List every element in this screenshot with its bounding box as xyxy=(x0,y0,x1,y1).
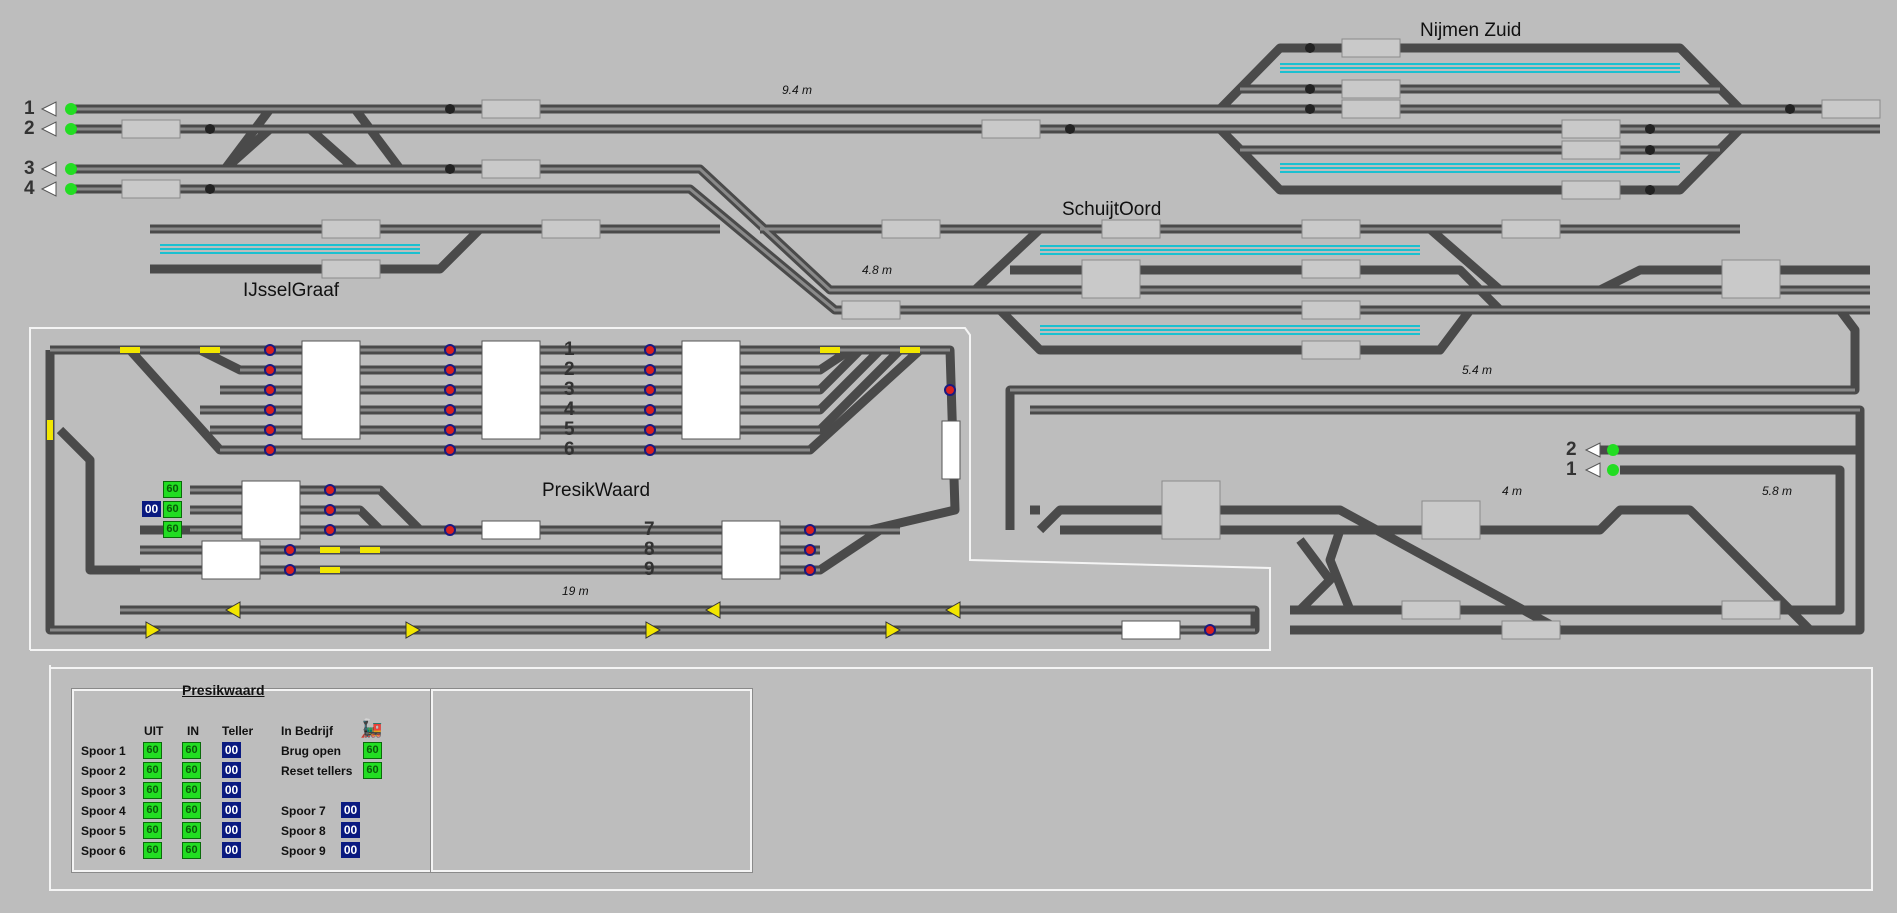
column-header-in: IN xyxy=(187,724,199,738)
spoor-teller: 00 xyxy=(222,742,241,758)
locomotive-icon[interactable]: 🚂 xyxy=(360,718,383,738)
entry-track-number: 2 xyxy=(24,118,35,139)
spoor-label: Spoor 5 xyxy=(81,824,126,838)
yard-track-number: 8 xyxy=(644,539,655,560)
column-header-teller: Teller xyxy=(222,724,254,738)
spoor-in-button[interactable]: 60 xyxy=(182,842,201,859)
spoor-teller: 00 xyxy=(341,822,360,838)
track-counter: 00 xyxy=(142,501,161,517)
yard-track-number: 3 xyxy=(564,379,575,400)
yard-track-number: 9 xyxy=(644,559,655,580)
yard-track-number: 1 xyxy=(564,339,575,360)
station-presikwaard: PresikWaard xyxy=(542,480,651,501)
entry-track-number: 1 xyxy=(1566,459,1577,480)
distance-label: 19 m xyxy=(562,584,589,598)
station-nijmen-zuid: Nijmen Zuid xyxy=(1420,20,1522,41)
spoor-label: Spoor 9 xyxy=(281,844,326,858)
spoor-uit-button[interactable]: 60 xyxy=(143,742,162,759)
spoor-uit-button[interactable]: 60 xyxy=(143,762,162,779)
entry-track-number: 4 xyxy=(24,178,35,199)
spoor-teller: 00 xyxy=(222,842,241,858)
brug-open-button[interactable]: 60 xyxy=(363,742,382,759)
station-schuijtoord: SchuijtOord xyxy=(1062,199,1162,220)
distance-label: 4 m xyxy=(1502,484,1523,498)
spoor-teller: 00 xyxy=(222,762,241,778)
panel-title: Presikwaard xyxy=(182,682,265,698)
spoor-label: Spoor 8 xyxy=(281,824,326,838)
info-panel xyxy=(430,688,753,873)
spoor-label: Spoor 3 xyxy=(81,784,126,798)
distance-label: 5.4 m xyxy=(1462,363,1493,377)
entry-track-number: 3 xyxy=(24,158,35,179)
spoor-in-button[interactable]: 60 xyxy=(182,782,201,799)
yard-track-number: 4 xyxy=(564,399,575,420)
track-indicator[interactable]: 60 xyxy=(163,481,182,498)
reset-tellers-label: Reset tellers xyxy=(281,764,353,778)
column-header-uit: UIT xyxy=(144,724,164,738)
spoor-in-button[interactable]: 60 xyxy=(182,742,201,759)
reset-tellers-button[interactable]: 60 xyxy=(363,762,382,779)
spoor-label: Spoor 1 xyxy=(81,744,126,758)
distance-label: 5.8 m xyxy=(1762,484,1793,498)
track-indicator[interactable]: 60 xyxy=(163,501,182,518)
spoor-label: Spoor 2 xyxy=(81,764,126,778)
entry-track-number: 2 xyxy=(1566,439,1577,460)
spoor-in-button[interactable]: 60 xyxy=(182,802,201,819)
yard-track-number: 6 xyxy=(564,439,575,460)
spoor-label: Spoor 6 xyxy=(81,844,126,858)
spoor-label: Spoor 7 xyxy=(281,804,326,818)
yard-track-number: 2 xyxy=(564,359,575,380)
spoor-teller: 00 xyxy=(222,822,241,838)
in-bedrijf-label: In Bedrijf xyxy=(281,724,334,738)
spoor-uit-button[interactable]: 60 xyxy=(143,782,162,799)
spoor-in-button[interactable]: 60 xyxy=(182,822,201,839)
track-indicator[interactable]: 60 xyxy=(163,521,182,538)
spoor-uit-button[interactable]: 60 xyxy=(143,842,162,859)
yard-track-number: 7 xyxy=(644,519,655,540)
spoor-teller: 00 xyxy=(341,802,360,818)
spoor-teller: 00 xyxy=(222,782,241,798)
entry-track-number: 1 xyxy=(24,98,35,119)
spoor-teller: 00 xyxy=(341,842,360,858)
spoor-teller: 00 xyxy=(222,802,241,818)
spoor-uit-button[interactable]: 60 xyxy=(143,802,162,819)
spoor-in-button[interactable]: 60 xyxy=(182,762,201,779)
distance-label: 9.4 m xyxy=(782,83,813,97)
brug-open-label: Brug open xyxy=(281,744,341,758)
distance-label: 4.8 m xyxy=(862,263,893,277)
spoor-label: Spoor 4 xyxy=(81,804,126,818)
station-ijsselgraaf: IJsselGraaf xyxy=(243,280,340,301)
yard-track-number: 5 xyxy=(564,419,575,440)
spoor-uit-button[interactable]: 60 xyxy=(143,822,162,839)
